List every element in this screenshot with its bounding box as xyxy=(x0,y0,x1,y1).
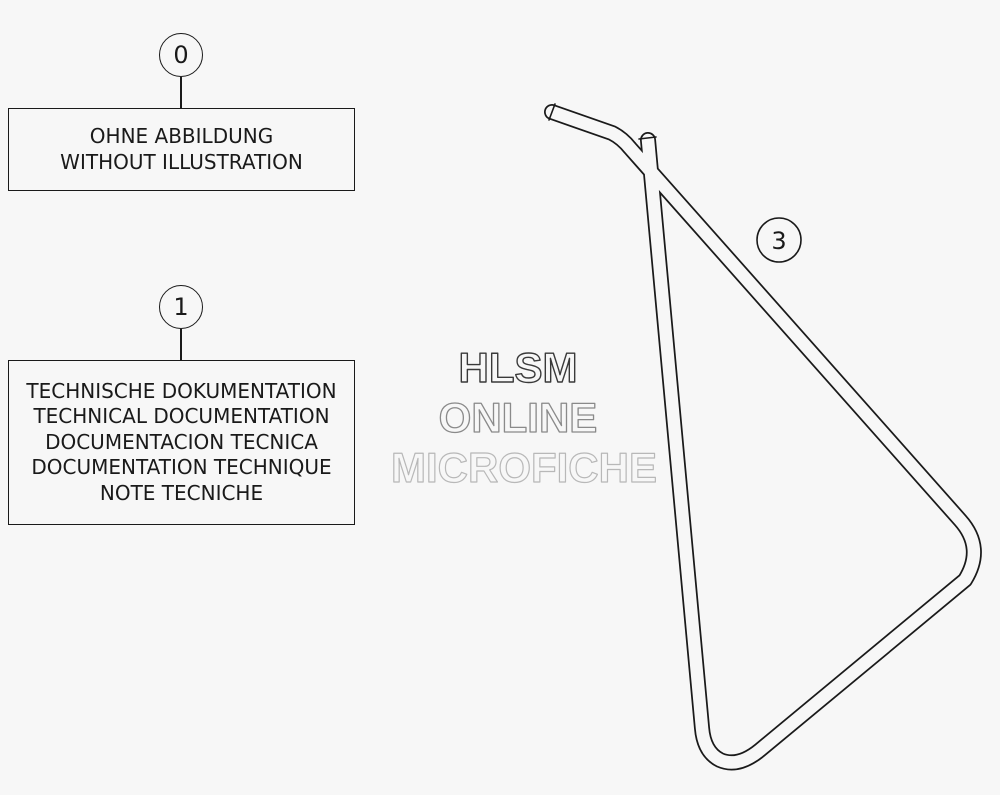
side-stand-leg-cap xyxy=(638,136,657,140)
callout-3: 3 xyxy=(756,217,802,263)
box-line-1-3: DOCUMENTATION TECHNIQUE xyxy=(31,455,332,480)
side-stand-tab-cap xyxy=(548,103,556,121)
side-stand-outline xyxy=(544,104,982,771)
box-line-1-0: TECHNISCHE DOKUMENTATION xyxy=(26,378,337,403)
callout-3-circle xyxy=(756,217,802,263)
box-line-1-1: TECHNICAL DOCUMENTATION xyxy=(33,404,330,429)
leader-line-0 xyxy=(180,77,182,108)
callout-0-number: 0 xyxy=(173,41,189,69)
without-illustration-box: OHNE ABBILDUNG WITHOUT ILLUSTRATION xyxy=(8,108,355,191)
callout-1-number: 1 xyxy=(173,293,189,321)
watermark-line-1: HLSM xyxy=(459,344,578,391)
box-line-0-0: OHNE ABBILDUNG xyxy=(89,124,274,148)
side-stand-fill xyxy=(545,105,981,769)
watermark-line-3: MICROFICHE xyxy=(391,444,657,491)
technical-documentation-box: TECHNISCHE DOKUMENTATION TECHNICAL DOCUM… xyxy=(8,360,355,525)
watermark: HLSM ONLINE MICROFICHE xyxy=(390,343,657,491)
box-line-0-1: WITHOUT ILLUSTRATION xyxy=(60,149,303,174)
callout-3-number: 3 xyxy=(771,227,786,255)
box-line-1-2: DOCUMENTACION TECNICA xyxy=(45,429,318,454)
callout-0: 0 xyxy=(159,33,203,77)
watermark-line-2: ONLINE xyxy=(439,394,598,441)
leader-line-1 xyxy=(180,329,182,360)
box-line-1-4: NOTE TECNICHE xyxy=(99,480,264,505)
side-stand-part xyxy=(544,103,982,771)
callout-1: 1 xyxy=(159,285,203,329)
